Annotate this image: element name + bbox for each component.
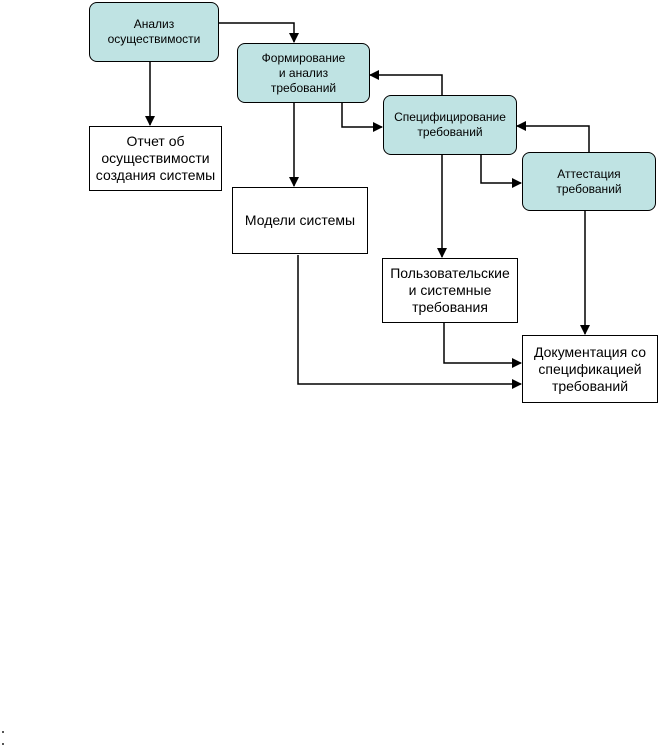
arrow-specification-to-elicitation [369, 70, 443, 95]
arrow-models-to-document [297, 255, 522, 389]
artifact-feasibility-report: Отчет об осуществимости создания системы [89, 126, 222, 191]
page-mark [2, 731, 4, 733]
arrow-requirements-to-document [443, 323, 522, 368]
artifact-requirements-document: Документация со спецификацией требований [522, 335, 658, 403]
arrow-validation-to-specification [516, 121, 590, 152]
process-feasibility-study: Анализ осуществимости [89, 2, 219, 62]
arrow-elicitation-to-specification [341, 103, 383, 132]
artifact-user-system-requirements: Пользовательские и системные требования [382, 258, 518, 323]
arrow-specification-to-validation [480, 155, 522, 188]
arrow-feasibility-to-elicitation [219, 22, 299, 43]
artifact-system-models: Модели системы [232, 187, 368, 254]
process-requirements-elicitation: Формирование и анализ требований [237, 43, 370, 103]
process-requirements-validation: Аттестация требований [522, 152, 656, 211]
process-requirements-specification: Специфицирование требований [383, 95, 517, 155]
page-mark [2, 743, 4, 745]
